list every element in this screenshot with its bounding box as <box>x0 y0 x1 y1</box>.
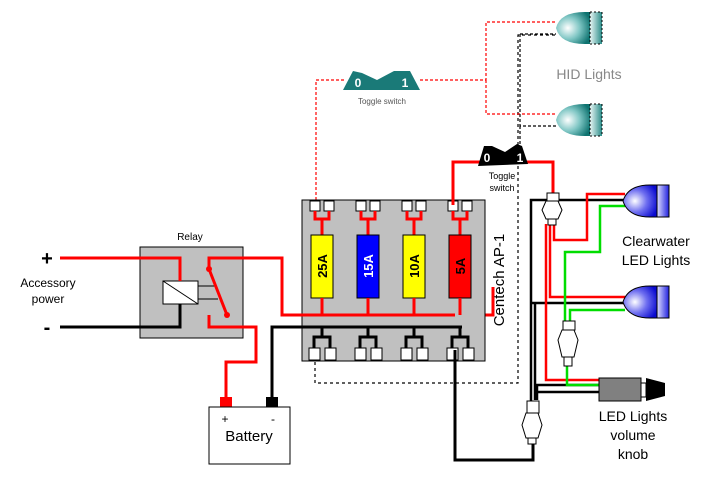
fuse-box-name: Centech AP-1 <box>491 234 508 327</box>
knob-label-3: knob <box>618 446 649 462</box>
fuse-top-terminal[interactable] <box>309 200 321 212</box>
fuse-top-wire <box>451 211 469 235</box>
fuse-ground-terminal[interactable] <box>324 347 337 361</box>
accessory-plus-label: + <box>41 248 53 270</box>
led-signal-wire <box>563 204 625 387</box>
fuse-top-terminal[interactable] <box>461 200 473 212</box>
hid-ground-wire <box>519 33 556 150</box>
led-toggle-label-2: switch <box>489 183 514 193</box>
fuse-top-terminal[interactable] <box>369 200 381 212</box>
fuse-top-terminal[interactable] <box>415 200 427 212</box>
relay-title: Relay <box>177 232 203 243</box>
relay-to-battery-wire <box>207 315 258 398</box>
battery-negative-terminal <box>266 397 278 407</box>
battery-positive-terminal <box>220 397 232 407</box>
hid-toggle-off: 0 <box>355 76 362 90</box>
relay-common-wire <box>207 256 495 317</box>
fuse-top-terminal[interactable] <box>323 200 335 212</box>
led-positive-wire <box>544 192 625 382</box>
fuse-top-wire <box>405 211 423 235</box>
fuse-ground-terminal[interactable] <box>416 347 429 361</box>
led-toggle-on: 1 <box>517 151 524 165</box>
fuse-ground-terminal[interactable] <box>354 347 367 361</box>
fuse-top-wire <box>313 211 331 235</box>
fusebox-ground-wire <box>453 350 535 462</box>
accessory-label-2: power <box>32 292 65 306</box>
hid-toggle-label: Toggle switch <box>358 97 406 106</box>
ground-branch-wire <box>404 327 424 349</box>
led-lights-label-1: Clearwater <box>622 233 690 249</box>
hid-light-bottom <box>556 103 603 137</box>
fuse-top-wire <box>359 211 377 235</box>
led-toggle-input-wire <box>451 160 480 205</box>
led-connector-mid <box>557 320 579 367</box>
led-toggle-off: 0 <box>484 151 491 165</box>
relay-switch-arm <box>207 268 229 316</box>
accessory-positive-wire <box>60 256 182 281</box>
hid-lights-label: HID Lights <box>556 66 621 82</box>
relay-coil-diagonal <box>162 280 199 305</box>
led-toggle-label-1: Toggle <box>489 171 516 181</box>
fuse-label: 25A <box>315 253 330 277</box>
led-light-bottom <box>622 285 670 319</box>
led-connector-top <box>541 192 563 226</box>
accessory-label-1: Accessory <box>20 276 75 290</box>
led-toggle-switch[interactable] <box>478 144 528 166</box>
knob-label-2: volume <box>610 427 655 443</box>
fuse-label: 15A <box>361 253 376 277</box>
fuse-ground-terminal[interactable] <box>370 347 383 361</box>
fuse-ground-terminal[interactable] <box>400 347 413 361</box>
ground-branch-wire <box>312 327 332 349</box>
fuse-label: 5A <box>453 257 468 274</box>
accessory-ground-wire <box>60 304 182 329</box>
ground-branch-wire <box>450 327 470 349</box>
battery-plus: + <box>221 412 228 426</box>
relay-contact <box>224 312 230 318</box>
fuse-ground-terminal[interactable] <box>446 347 459 361</box>
led-connector-bottom <box>521 400 543 445</box>
hid-light-top <box>556 11 603 45</box>
hid-red-wire <box>315 21 556 205</box>
knob-label-1: LED Lights <box>599 408 667 424</box>
led-light-top <box>622 184 670 218</box>
fuse-top-terminal[interactable] <box>355 200 367 212</box>
led-toggle-output-wire <box>525 160 555 193</box>
hid-toggle-switch[interactable] <box>343 71 420 90</box>
relay-contact <box>206 266 212 272</box>
volume-knob[interactable] <box>598 377 665 402</box>
fuse-ground-terminal[interactable] <box>462 347 475 361</box>
accessory-minus-label: - <box>44 317 51 339</box>
fuse-top-terminal[interactable] <box>401 200 413 212</box>
battery-minus: - <box>271 412 275 426</box>
led-lights-label-2: LED Lights <box>622 252 690 268</box>
battery-label: Battery <box>225 428 273 445</box>
fuse-label: 10A <box>407 253 422 277</box>
fuse-ground-terminal[interactable] <box>308 347 321 361</box>
ground-branch-wire <box>358 327 378 349</box>
battery <box>208 406 291 465</box>
hid-toggle-on: 1 <box>402 76 409 90</box>
